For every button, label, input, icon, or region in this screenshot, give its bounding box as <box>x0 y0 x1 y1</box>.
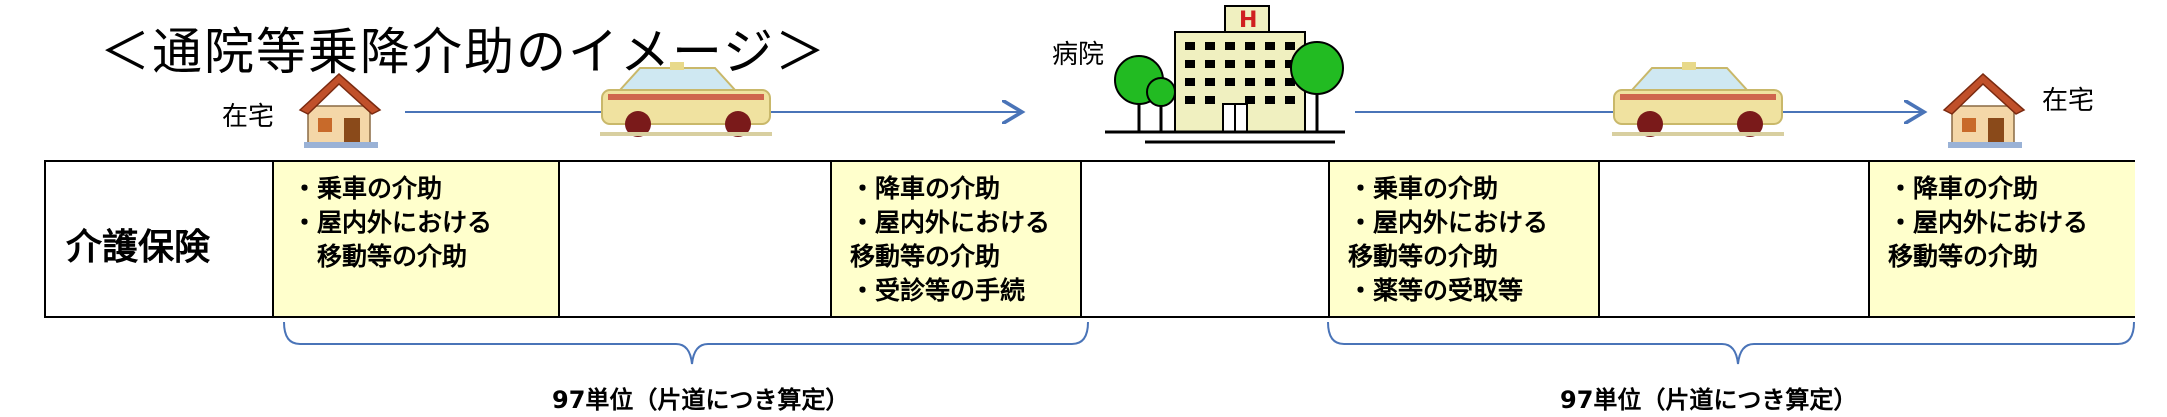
column-divider <box>1080 162 1082 316</box>
column-divider <box>1598 162 1600 316</box>
unit-label-left: 97単位（片道につき算定） <box>552 386 850 414</box>
column-divider <box>272 162 274 316</box>
care-table: 介護保険 ・乗車の介助 ・屋内外における 移動等の介助 ・降車の介助 ・屋内外に… <box>44 160 2135 318</box>
cell-line: 移動等の介助 <box>1888 242 2039 271</box>
column-divider <box>1328 162 1330 316</box>
house-right-icon <box>1942 72 2026 148</box>
cell-alighting-2: ・降車の介助 ・屋内外における 移動等の介助 <box>1870 162 2135 316</box>
taxi-left-icon <box>600 62 772 137</box>
cell-line: ・薬等の受取等 <box>1348 276 1524 305</box>
cell-line: ・屋内外における <box>1888 208 2089 237</box>
cell-alighting-1: ・降車の介助 ・屋内外における 移動等の介助 ・受診等の手続 <box>832 162 1082 316</box>
cell-line: ・屋内外における <box>292 208 493 237</box>
cell-line: ・乗車の介助 <box>292 174 443 203</box>
row-header: 介護保険 <box>66 227 211 268</box>
house-left-icon <box>298 72 382 148</box>
cell-line: ・降車の介助 <box>850 174 1001 203</box>
home-right-label: 在宅 <box>2042 86 2095 116</box>
cell-line: ・乗車の介助 <box>1348 174 1499 203</box>
home-left-label: 在宅 <box>222 102 275 132</box>
svg-text:H: H <box>1239 8 1257 33</box>
cell-line: 移動等の介助 <box>1348 242 1499 271</box>
unit-label-right: 97単位（片道につき算定） <box>1560 386 1858 414</box>
cell-line: ・屋内外における <box>1348 208 1549 237</box>
column-divider <box>830 162 832 316</box>
cell-boarding-2: ・乗車の介助 ・屋内外における 移動等の介助 ・薬等の受取等 <box>1330 162 1600 316</box>
brace-left <box>283 321 1089 365</box>
column-divider <box>1868 162 1870 316</box>
cell-line: ・降車の介助 <box>1888 174 2039 203</box>
brace-right <box>1327 321 2135 365</box>
cell-line: ・屋内外における <box>850 208 1051 237</box>
cell-line: ・受診等の手続 <box>850 276 1026 305</box>
hospital-label: 病院 <box>1052 40 1105 70</box>
cell-boarding-1: ・乗車の介助 ・屋内外における 移動等の介助 <box>274 162 560 316</box>
column-divider <box>558 162 560 316</box>
cell-line: 移動等の介助 <box>850 242 1001 271</box>
hospital-icon: H <box>1105 5 1345 144</box>
taxi-right-icon <box>1612 62 1784 137</box>
cell-line: 移動等の介助 <box>292 242 468 271</box>
